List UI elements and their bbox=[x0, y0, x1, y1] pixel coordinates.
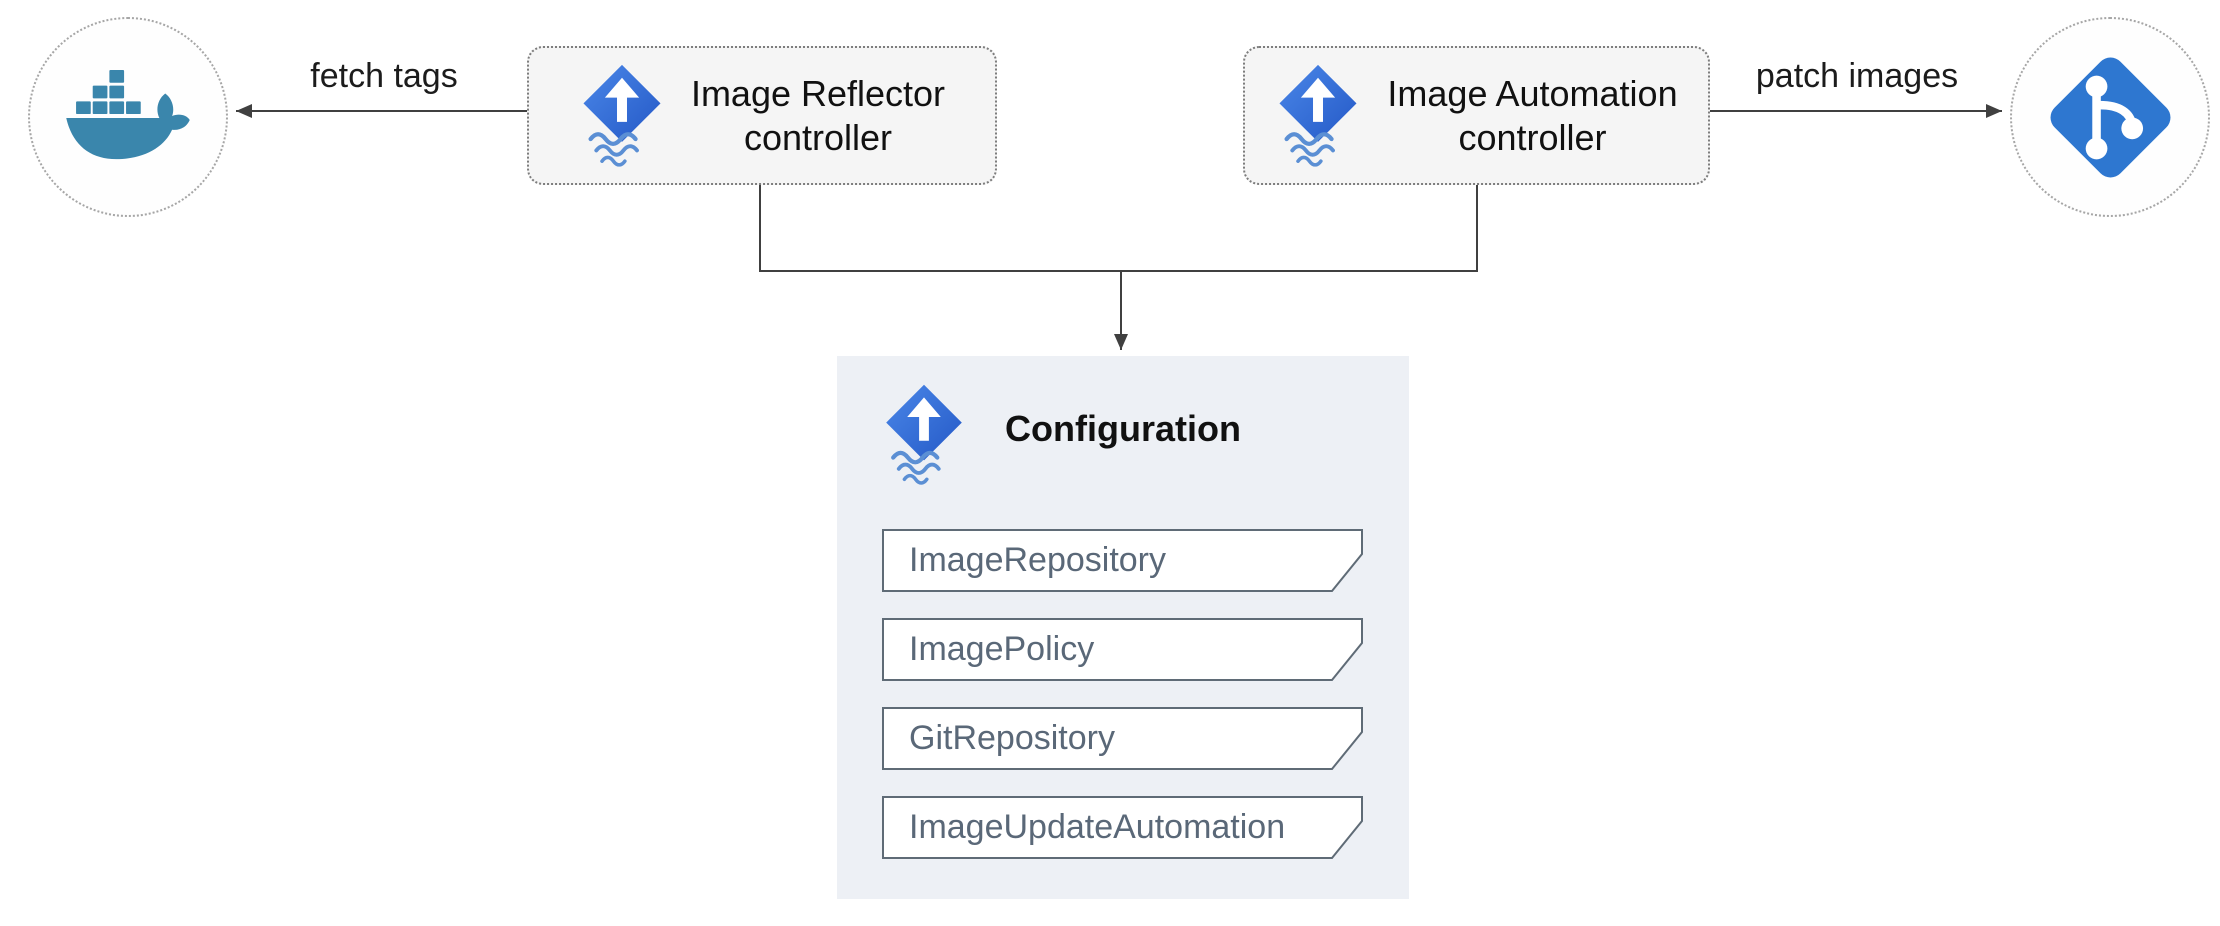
config-item-imagepolicy: ImagePolicy bbox=[882, 618, 1363, 681]
edge-controllers-junction bbox=[759, 185, 1478, 272]
config-item-gitrepository: GitRepository bbox=[882, 707, 1363, 770]
docker-whale-icon bbox=[63, 68, 193, 166]
image-reflector-controller-node: Image Reflector controller bbox=[527, 46, 997, 185]
configuration-panel: Configuration ImageRepository ImagePolic… bbox=[837, 356, 1409, 899]
container-registry-node bbox=[28, 17, 228, 217]
flux-icon bbox=[1275, 62, 1361, 169]
git-icon bbox=[2033, 40, 2188, 195]
config-item-imagerepository: ImageRepository bbox=[882, 529, 1363, 592]
edge-label-fetch-tags: fetch tags bbox=[310, 57, 458, 95]
edge-label-patch-images: patch images bbox=[1755, 57, 1959, 95]
banner-shape bbox=[882, 796, 1363, 859]
flux-icon bbox=[579, 62, 665, 169]
image-reflector-controller-label: Image Reflector controller bbox=[690, 72, 946, 158]
config-item-imageupdateautomation: ImageUpdateAutomation bbox=[882, 796, 1363, 859]
config-item-label: ImagePolicy bbox=[909, 630, 1095, 668]
config-item-label: GitRepository bbox=[909, 719, 1115, 757]
banner-shape bbox=[882, 529, 1363, 592]
image-automation-controller-label: Image Automation controller bbox=[1387, 72, 1678, 158]
banner-shape bbox=[882, 707, 1363, 770]
config-item-label: ImageRepository bbox=[909, 541, 1167, 579]
git-repository-node bbox=[2010, 17, 2210, 217]
banner-shape bbox=[882, 618, 1363, 681]
config-item-label: ImageUpdateAutomation bbox=[909, 808, 1286, 846]
configuration-items: ImageRepository ImagePolicy GitRepositor… bbox=[882, 529, 1363, 885]
image-automation-controller-node: Image Automation controller bbox=[1243, 46, 1710, 185]
configuration-title: Configuration bbox=[1005, 408, 1241, 449]
configuration-header: Configuration bbox=[837, 356, 1409, 491]
